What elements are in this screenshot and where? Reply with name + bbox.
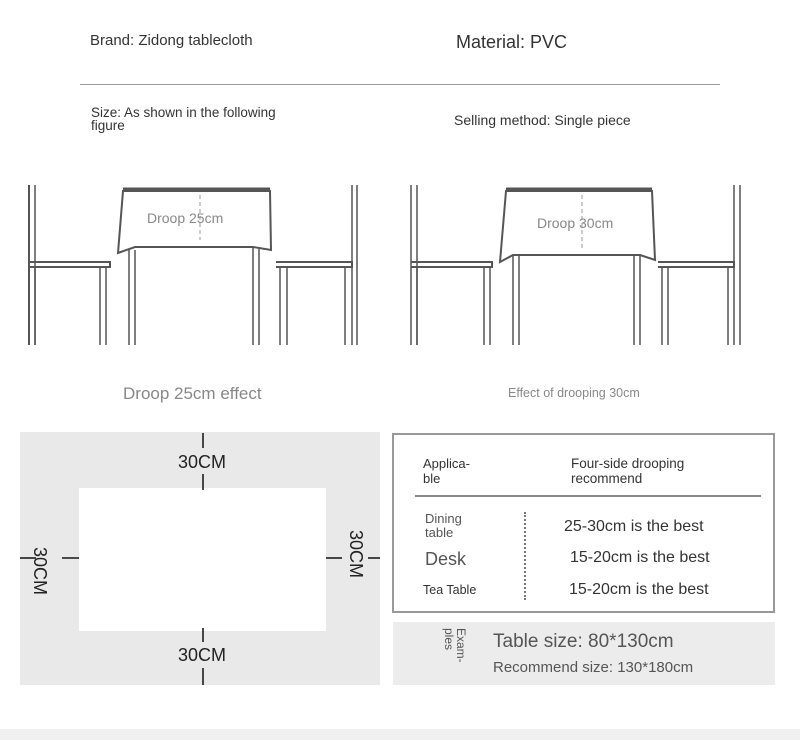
selling-method-label: Selling method: Single piece [454,112,631,128]
row-value-tea-table: 15-20cm is the best [569,581,709,598]
recommend-table-column-divider [524,512,526,600]
examples-box [393,622,775,685]
brand-label: Brand: Zidong tablecloth [90,32,253,49]
example-recommend-size: Recommend size: 130*180cm [493,659,694,676]
dimension-right: 30CM [346,530,366,579]
recommend-header: Four-side drooping recommend [571,456,685,486]
row-item-desk: Desk [425,549,467,569]
header-divider [80,84,720,85]
dimension-bottom: 30CM [178,645,227,665]
example-table-size: Table size: 80*130cm [493,631,674,652]
row-value-desk: 15-20cm is the best [570,549,710,566]
row-item-tea-table: Tea Table [423,583,477,597]
recommend-table [392,433,775,613]
row-value-dining-table: 25-30cm is the best [564,518,704,535]
right-table-illustration [410,185,741,345]
droop-25-label: Droop 25cm [147,210,223,226]
row-item-dining-table: Dining table [425,511,462,540]
material-label: Material: PVC [456,32,568,52]
dimension-top: 30CM [178,452,227,472]
dimension-left: 30CM [30,547,50,596]
droop-30-label: Droop 30cm [537,215,613,231]
recommend-table-header-divider [415,495,761,497]
left-table-illustration [28,185,358,345]
bottom-bar [0,729,800,740]
size-label: Size: As shown in the following figure [91,105,276,133]
table-illustrations: Droop 25cm Droop 30cm [28,185,741,345]
droop-25-caption: Droop 25cm effect [123,384,262,403]
examples-label: Exam-ples [442,628,468,663]
droop-30-caption: Effect of drooping 30cm [508,386,640,400]
applicable-header: Applica-ble [423,456,470,486]
dimension-diagram-table-area [79,488,326,631]
